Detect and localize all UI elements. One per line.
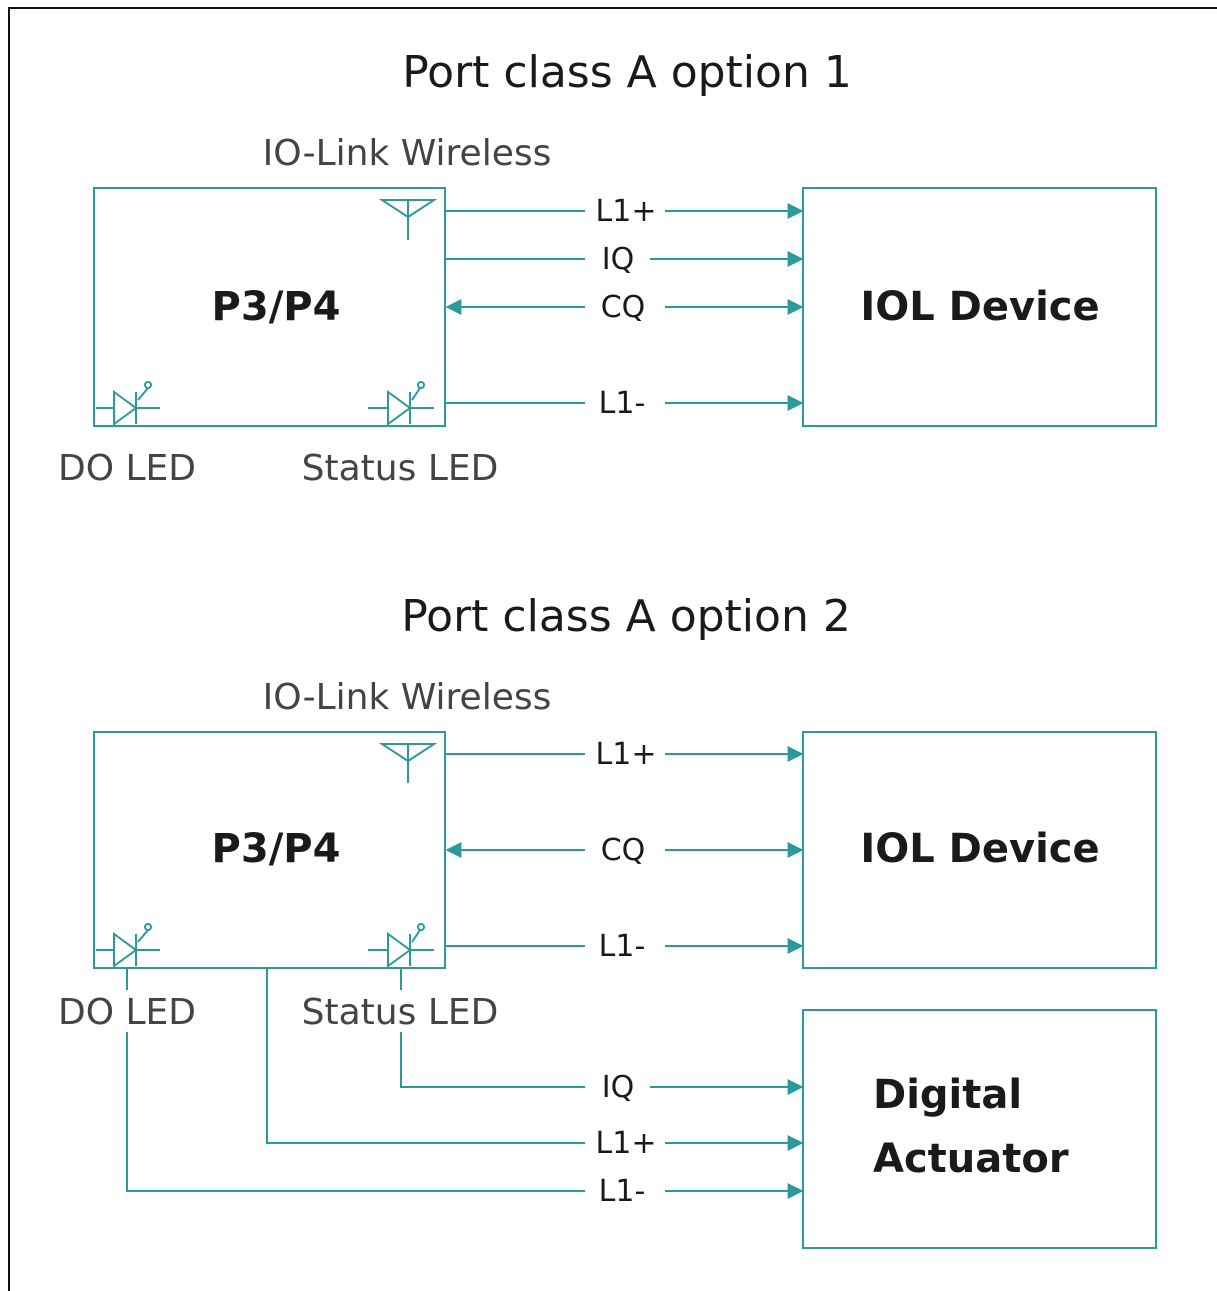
actuator-label-line-1: Digital [873, 1072, 1022, 1118]
master-box [93, 731, 446, 969]
iol-device-box [802, 731, 1157, 969]
wireless-label: IO-Link Wireless [263, 133, 552, 174]
iq-wire [400, 1032, 585, 1088]
iol-device-box [802, 187, 1157, 427]
signal-row-l1-minus: L1- [446, 386, 804, 421]
do-led-label: DO LED [58, 992, 196, 1033]
status-led-icon [368, 923, 434, 968]
signal-label: IQ [602, 242, 634, 277]
status-led-icon [368, 381, 434, 426]
digital-actuator-box [802, 1009, 1157, 1249]
signal-row-cq: CQ [445, 290, 804, 325]
antenna-icon [378, 743, 438, 783]
signal-label: L1- [599, 1174, 646, 1209]
wireless-label: IO-Link Wireless [263, 677, 552, 718]
signal-label: L1+ [596, 194, 657, 229]
signal-label: CQ [601, 833, 646, 868]
diagram-title: Port class A option 2 [401, 591, 851, 642]
signal-label: L1+ [596, 1126, 657, 1161]
signal-label: IQ [602, 1070, 634, 1105]
option-1-diagram: Port class A option 1 IO-Link Wireless P… [58, 47, 1157, 489]
antenna-icon [378, 199, 438, 240]
master-box [93, 187, 446, 427]
signal-label: CQ [601, 290, 646, 325]
signal-row-l1-plus: L1+ [446, 737, 804, 772]
actuator-signal-row-l1-minus: L1- [599, 1174, 804, 1209]
actuator-signal-row-l1-plus: L1+ [596, 1126, 804, 1161]
actuator-label-line-2: Actuator [873, 1136, 1069, 1182]
signal-label: L1- [599, 929, 646, 964]
figure-frame [8, 7, 1217, 1291]
signal-label: L1+ [596, 737, 657, 772]
iol-device-label: IOL Device [860, 826, 1099, 872]
do-led-icon [96, 923, 160, 968]
status-led-label: Status LED [302, 992, 499, 1033]
signal-row-cq: CQ [445, 833, 804, 868]
signal-row-iq: IQ [446, 242, 804, 277]
iol-device-label: IOL Device [860, 284, 1099, 330]
signal-row-l1-minus: L1- [446, 929, 804, 964]
status-led-label: Status LED [302, 448, 499, 489]
signal-label: L1- [599, 386, 646, 421]
l1-minus-wire [126, 1032, 585, 1192]
option-2-diagram: Port class A option 2 IO-Link Wireless P… [58, 591, 1157, 1249]
actuator-signal-row-iq: IQ [602, 1070, 804, 1105]
master-label: P3/P4 [212, 826, 341, 872]
do-led-label: DO LED [58, 448, 196, 489]
do-led-icon [96, 381, 160, 426]
signal-row-l1-plus: L1+ [446, 194, 804, 229]
l1-plus-wire [266, 968, 585, 1144]
diagram-title: Port class A option 1 [402, 47, 852, 98]
master-label: P3/P4 [212, 284, 341, 330]
